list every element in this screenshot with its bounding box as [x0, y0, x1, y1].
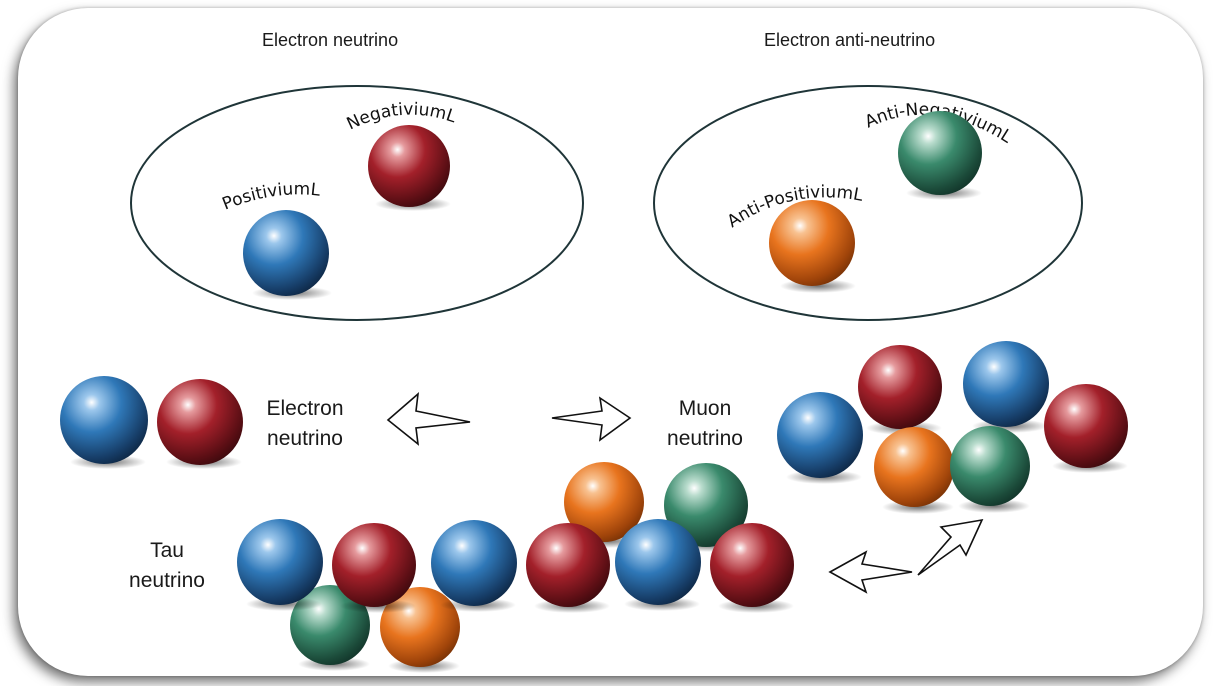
muon-orange-sphere	[874, 427, 954, 514]
electron-neutrino-title: Electron neutrino	[262, 30, 399, 50]
electron-neutrino-line2: neutrino	[267, 427, 343, 450]
electron-neutrino-oval	[130, 85, 584, 321]
electron-pair-blue-sphere	[60, 376, 148, 469]
anti-negativium-sphere	[898, 111, 982, 200]
tau-red-2-sphere	[526, 523, 610, 613]
tau-neutrino-label: Tau neutrino	[112, 536, 222, 596]
electron-neutrino-label: Electron neutrino	[250, 394, 360, 454]
electron-antineutrino-title: Electron anti-neutrino	[764, 30, 936, 50]
anti-positivium-sphere	[769, 200, 856, 293]
tau-blue-3-sphere	[615, 519, 701, 611]
muon-red-right-sphere	[1044, 384, 1128, 473]
tau-red-3-sphere	[710, 523, 794, 613]
tau-blue-1-sphere	[237, 519, 323, 611]
arrow-to-tau-neutrino	[828, 550, 913, 594]
arrow-to-electron-neutrino	[386, 392, 471, 446]
positivium-label: PositiviumL	[220, 179, 322, 214]
muon-neutrino-line2: neutrino	[667, 427, 743, 450]
arrow-to-muon-neutrino	[551, 396, 632, 442]
muon-blue-left-sphere	[777, 392, 863, 484]
tau-blue-2-sphere	[431, 520, 517, 612]
negativium-sphere	[368, 125, 451, 211]
arrow-to-muon-cluster	[917, 518, 984, 576]
electron-pair-red-sphere	[157, 379, 243, 469]
spheres	[60, 111, 1128, 673]
tau-neutrino-line2: neutrino	[129, 569, 205, 592]
tau-neutrino-line1: Tau	[150, 539, 184, 562]
muon-green-sphere	[950, 426, 1030, 513]
muon-neutrino-label: Muon neutrino	[650, 394, 760, 454]
electron-neutrino-line1: Electron	[266, 397, 344, 420]
tau-red-1-sphere	[332, 523, 416, 613]
arrows	[386, 392, 984, 594]
electron-antineutrino-oval	[653, 85, 1083, 321]
muon-blue-top-sphere	[963, 341, 1049, 433]
positivium-sphere	[243, 210, 332, 300]
muon-red-top-sphere	[858, 345, 942, 435]
muon-neutrino-line1: Muon	[678, 397, 732, 420]
